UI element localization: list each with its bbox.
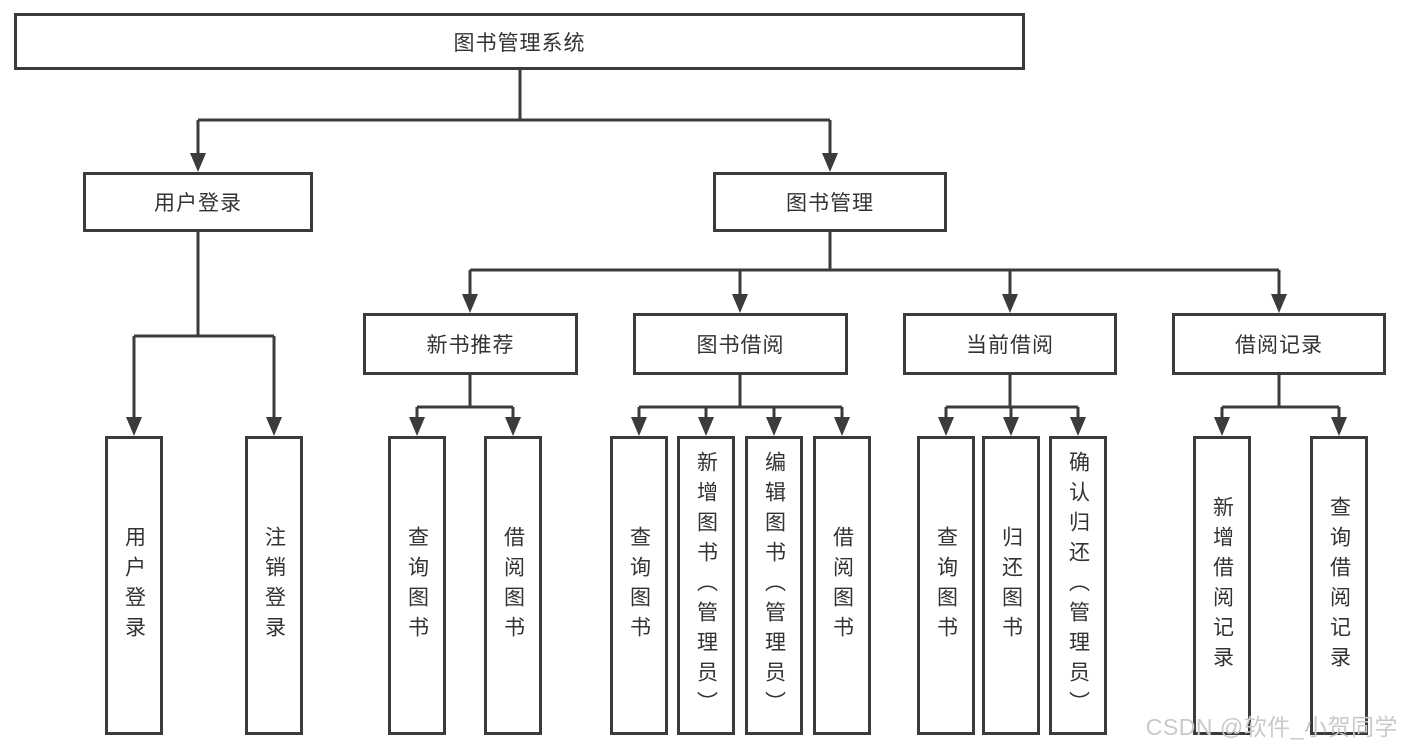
- node-current-borrowing: 当前借阅: [903, 313, 1117, 375]
- node-label: 图书借阅: [696, 334, 785, 357]
- connector-root-to-level1: [196, 70, 832, 156]
- connector-user-login-branch: [132, 232, 276, 420]
- leaf-user-login: 用户登录: [105, 436, 163, 735]
- arrowhead-icon: [1331, 417, 1347, 436]
- arrowhead-icon: [766, 417, 782, 436]
- node-label: 确认归还（管理员）: [1066, 450, 1090, 721]
- arrowhead-icon: [409, 417, 425, 436]
- connector-book-borrow-branch: [637, 375, 844, 420]
- node-book-borrowing: 图书借阅: [633, 313, 848, 375]
- arrowhead-icon: [1003, 417, 1019, 436]
- arrowhead-icon: [938, 417, 954, 436]
- leaf-query-books-2: 查询图书: [610, 436, 668, 735]
- arrowhead-icon: [1070, 417, 1086, 436]
- leaf-borrow-books-1: 借阅图书: [484, 436, 542, 735]
- leaf-add-borrow-record: 新增借阅记录: [1193, 436, 1251, 735]
- leaf-return-books: 归还图书: [982, 436, 1040, 735]
- node-label: 新书推荐: [426, 334, 515, 357]
- node-label: 注销登录: [262, 525, 286, 646]
- connector-current-borrow-branch: [944, 375, 1080, 420]
- leaf-add-books-admin: 新增图书（管理员）: [677, 436, 735, 735]
- node-label: 图书管理系统: [453, 31, 586, 55]
- arrowhead-icon: [266, 417, 282, 436]
- leaf-query-borrow-record: 查询借阅记录: [1310, 436, 1368, 735]
- node-label: 新增借阅记录: [1210, 495, 1234, 676]
- node-root-library-system: 图书管理系统: [14, 13, 1025, 70]
- leaf-query-books-3: 查询图书: [917, 436, 975, 735]
- node-user-login: 用户登录: [83, 172, 313, 232]
- arrowhead-icon: [126, 417, 142, 436]
- node-label: 借阅记录: [1235, 334, 1323, 357]
- arrowhead-icon: [190, 153, 206, 172]
- connector-book-management-branch: [468, 232, 1281, 297]
- leaf-confirm-return-admin: 确认归还（管理员）: [1049, 436, 1107, 735]
- connector-borrow-record-branch: [1220, 375, 1341, 420]
- node-label: 新增图书（管理员）: [694, 450, 718, 721]
- node-label: 图书管理: [786, 192, 874, 215]
- leaf-edit-books-admin: 编辑图书（管理员）: [745, 436, 803, 735]
- arrowheads: [126, 153, 1347, 436]
- arrowhead-icon: [1002, 294, 1018, 313]
- node-borrowing-records: 借阅记录: [1172, 313, 1386, 375]
- node-label: 借阅图书: [830, 525, 854, 646]
- leaf-borrow-books-2: 借阅图书: [813, 436, 871, 735]
- arrowhead-icon: [505, 417, 521, 436]
- node-label: 归还图书: [999, 525, 1023, 646]
- arrowhead-icon: [698, 417, 714, 436]
- arrowhead-icon: [732, 294, 748, 313]
- leaf-query-books-1: 查询图书: [388, 436, 446, 735]
- node-label: 当前借阅: [966, 334, 1054, 357]
- node-new-book-recommend: 新书推荐: [363, 313, 578, 375]
- arrowhead-icon: [462, 294, 478, 313]
- connector-new-book-branch: [415, 375, 515, 420]
- arrowhead-icon: [834, 417, 850, 436]
- node-label: 查询图书: [934, 525, 958, 646]
- connector-lines: [132, 70, 1341, 420]
- leaf-logout: 注销登录: [245, 436, 303, 735]
- node-label: 查询图书: [405, 525, 429, 646]
- arrowhead-icon: [1214, 417, 1230, 436]
- node-label: 查询借阅记录: [1327, 495, 1351, 676]
- node-label: 借阅图书: [501, 525, 525, 646]
- node-label: 用户登录: [154, 192, 242, 215]
- arrowhead-icon: [631, 417, 647, 436]
- node-label: 编辑图书（管理员）: [762, 450, 786, 721]
- arrowhead-icon: [1271, 294, 1287, 313]
- arrowhead-icon: [822, 153, 838, 172]
- node-label: 用户登录: [122, 525, 146, 646]
- node-book-management: 图书管理: [713, 172, 947, 232]
- node-label: 查询图书: [627, 525, 651, 646]
